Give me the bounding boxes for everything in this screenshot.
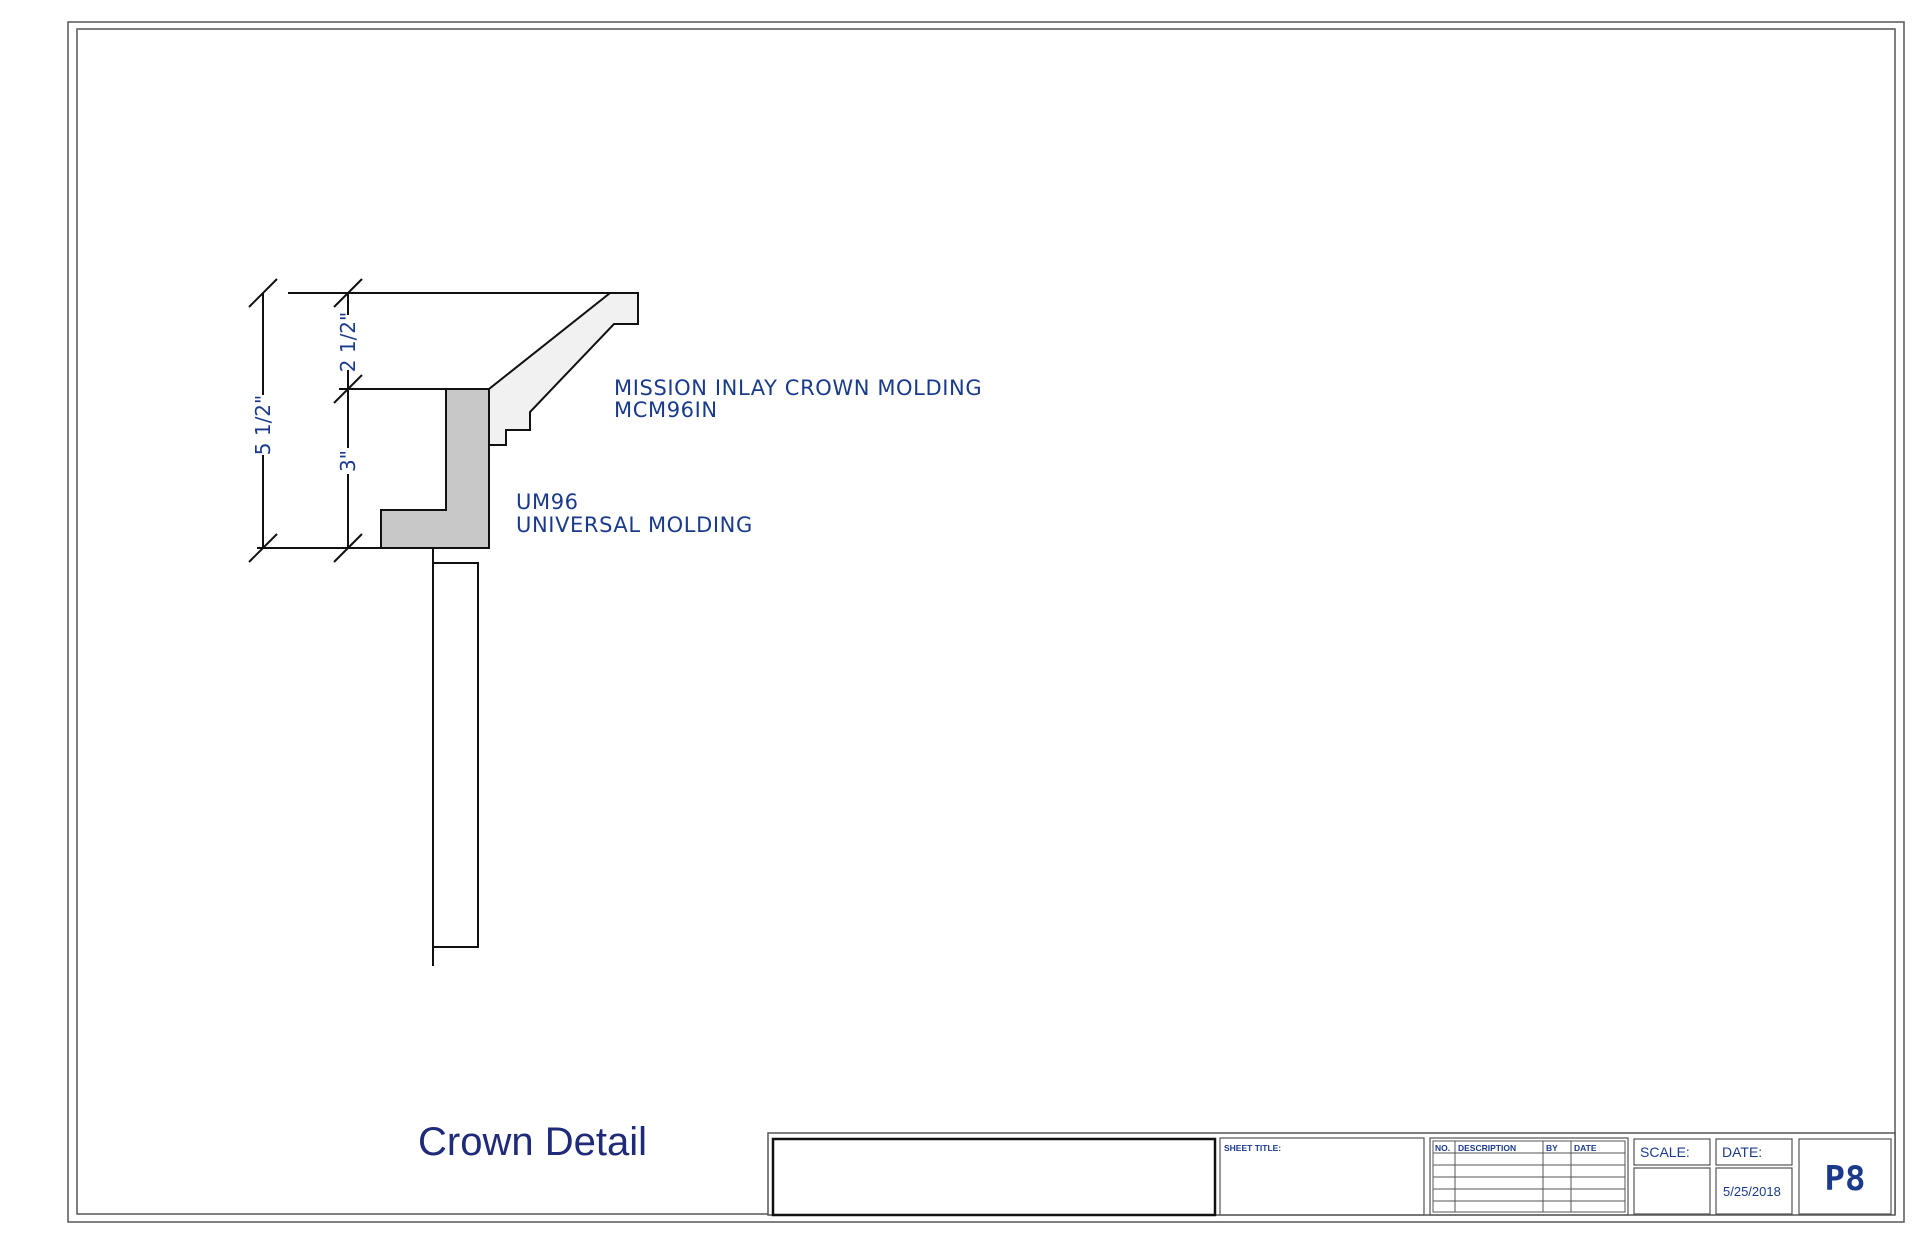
dimension-tick <box>248 278 278 308</box>
universal-callout-line1: UM96 <box>516 490 579 514</box>
scale-label-box <box>1633 1138 1711 1166</box>
scale-label: SCALE: <box>1640 1144 1690 1160</box>
dimension-tick <box>248 533 278 563</box>
crown-molding-profile <box>288 292 639 446</box>
drawing-title: Crown Detail <box>418 1120 647 1164</box>
revision-header-description: DESCRIPTION <box>1458 1143 1516 1153</box>
date-label-box <box>1715 1138 1793 1166</box>
dimension-tick <box>333 533 363 563</box>
revision-header-date: DATE <box>1574 1143 1597 1153</box>
date-value-box <box>1715 1167 1793 1215</box>
date-value: 5/25/2018 <box>1723 1184 1781 1199</box>
sheet-title-label: SHEET TITLE: <box>1224 1143 1281 1153</box>
dimension-tick <box>333 374 363 404</box>
dimension-lower-label: 3" <box>336 450 360 472</box>
project-name-box <box>771 1137 1217 1217</box>
scale-value-box <box>1633 1167 1711 1215</box>
revision-header-by: BY <box>1546 1143 1558 1153</box>
crown-callout-line2: MCM96IN <box>614 398 718 422</box>
dimension-overall-label: 5 1/2" <box>251 395 275 455</box>
page-number: P8 <box>1825 1159 1866 1199</box>
revision-header-no: NO. <box>1435 1143 1450 1153</box>
sheet-title-box <box>1219 1137 1425 1216</box>
crown-detail-drawing: 5 1/2" 2 1/2" 3" MISSION INLAY CROWN MOL… <box>248 278 982 966</box>
title-block: SHEET TITLE: NO. DESCRIPTION BY DATE SCA… <box>767 1132 1896 1217</box>
page-number-box <box>1798 1138 1892 1215</box>
universal-callout-line2: UNIVERSAL MOLDING <box>516 513 753 537</box>
outer-border <box>67 21 1905 1223</box>
revision-table: NO. DESCRIPTION BY DATE <box>1429 1137 1629 1216</box>
dimension-upper-label: 2 1/2" <box>336 312 360 372</box>
inner-border <box>76 28 1896 1215</box>
crown-callout-line1: MISSION INLAY CROWN MOLDING <box>614 376 982 400</box>
date-label: DATE: <box>1722 1144 1762 1160</box>
cabinet-side-panel <box>432 562 479 948</box>
universal-molding-profile <box>380 388 490 549</box>
dimension-tick <box>333 278 363 308</box>
